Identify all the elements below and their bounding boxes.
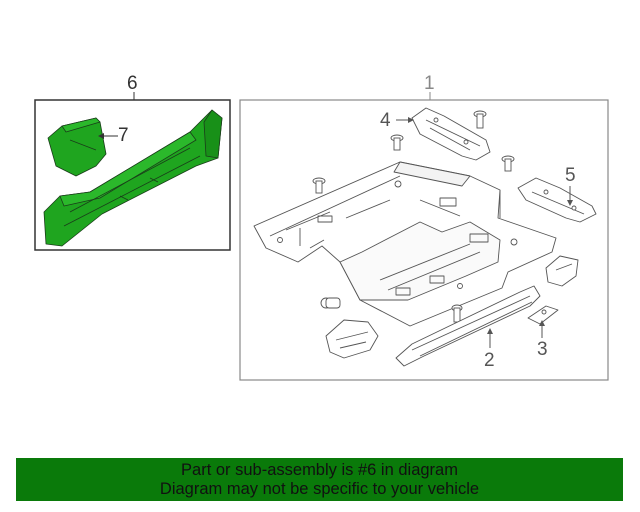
callout-7: 7 <box>118 125 129 146</box>
side-bracket <box>545 255 579 287</box>
plug <box>320 297 341 309</box>
info-banner: Part or sub-assembly is #6 in diagram Di… <box>16 458 623 501</box>
banner-line-1: Part or sub-assembly is #6 in diagram <box>181 461 458 479</box>
bolt-fasteners <box>312 110 515 323</box>
rocker-panel-assembly-highlight <box>43 109 223 247</box>
floor-bracket <box>325 319 379 359</box>
subassembly-6-frame <box>34 99 231 251</box>
callout-5: 5 <box>565 165 576 186</box>
crossmember-5 <box>517 177 597 223</box>
callout-2: 2 <box>484 350 495 371</box>
clip-3 <box>527 305 559 325</box>
callout-3: 3 <box>537 339 548 360</box>
bracket-7-highlight <box>47 117 107 177</box>
callout-4: 4 <box>380 110 391 131</box>
callout-6: 6 <box>127 73 138 94</box>
sill-panel-2 <box>395 285 541 367</box>
floor-pan-group-frame <box>239 99 609 381</box>
floor-pan <box>253 161 557 327</box>
crossmember-4 <box>411 107 491 161</box>
banner-line-2: Diagram may not be specific to your vehi… <box>159 480 480 498</box>
callout-1: 1 <box>424 73 435 94</box>
